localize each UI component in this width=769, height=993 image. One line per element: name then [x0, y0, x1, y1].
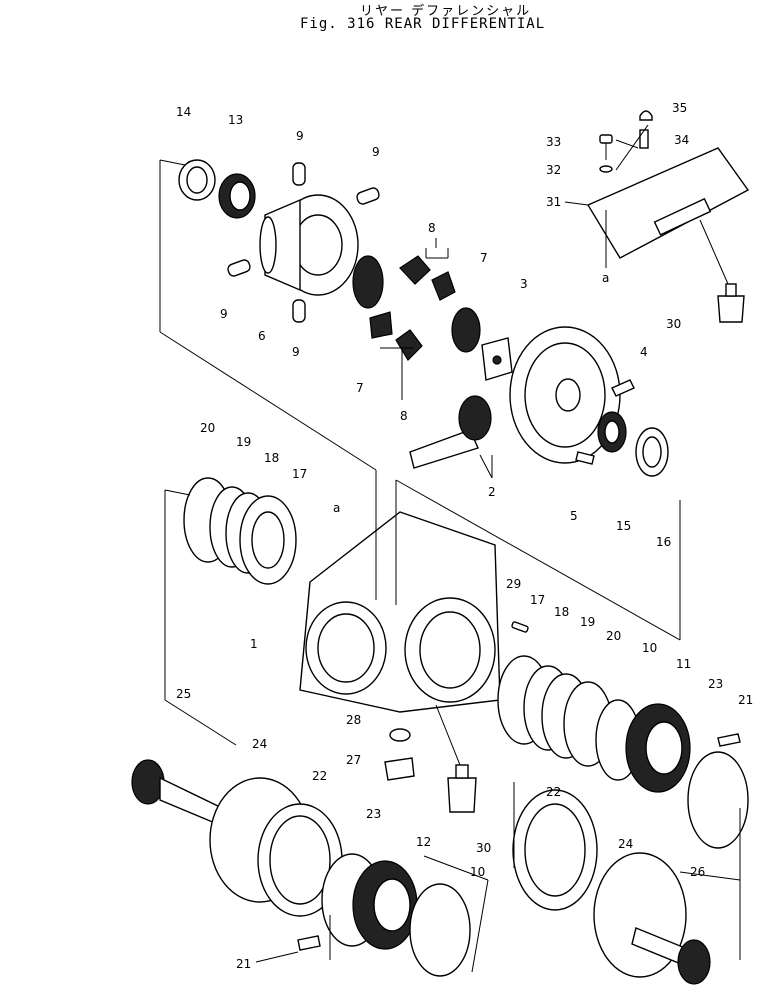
callout: 20: [200, 421, 215, 435]
callout: 15: [616, 519, 631, 533]
o-ring-10-left: [409, 883, 471, 977]
callout: 27: [346, 753, 361, 767]
callout: 16: [656, 535, 671, 549]
bolt-4: [611, 379, 635, 397]
pin-29: [511, 621, 529, 633]
callout: 17: [530, 593, 545, 607]
left-brake-stack: [183, 477, 297, 585]
callout: 10: [642, 641, 657, 655]
side-gear-7-left: [352, 255, 384, 309]
callout: 22: [312, 769, 327, 783]
callout: a: [333, 501, 340, 515]
callout: 8: [428, 221, 436, 235]
o-ring-23-right: [687, 751, 749, 849]
callout: 35: [672, 101, 687, 115]
figure-title: Fig. 316 REAR DIFFERENTIAL: [300, 16, 546, 32]
loctite-bottle-30-top: [699, 219, 745, 323]
callout: 14: [176, 105, 191, 119]
callout: 5: [570, 509, 578, 523]
callout: 26: [690, 865, 705, 879]
callout: 1: [250, 637, 258, 651]
callout: 9: [296, 129, 304, 143]
callout: 21: [236, 957, 251, 971]
axle-shaft-26: [631, 927, 711, 985]
figure-title-japanese: リヤー デファレンシャル: [360, 4, 532, 19]
callout: 19: [580, 615, 595, 629]
bearing-cone-13: [218, 173, 256, 219]
pinion-gears-8-bottom: [369, 311, 423, 361]
bolt-5: [575, 451, 595, 465]
callout: 28: [346, 713, 361, 727]
callout: 9: [292, 345, 300, 359]
axle-housing-1: [299, 511, 501, 713]
retainer-12: [352, 860, 418, 950]
callout: 18: [264, 451, 279, 465]
gasket-28: [389, 728, 411, 742]
thrust-washer-3: [481, 337, 513, 381]
callout-labels: 14 13 9 9 9 9 6 8 8 7 7 3 4 5 2 15 16 33…: [176, 101, 753, 971]
callout: 6: [258, 329, 266, 343]
callout: 7: [480, 251, 488, 265]
right-brake-stack: [497, 655, 641, 781]
callout: 9: [372, 145, 380, 159]
cap-35: [639, 110, 653, 121]
callout: 29: [506, 577, 521, 591]
retainer-11: [625, 703, 691, 793]
callout: 20: [606, 629, 621, 643]
pinion-shaft-9: [227, 162, 380, 323]
callout: 24: [252, 737, 267, 751]
bearing-cup-16: [635, 427, 669, 477]
callout: 33: [546, 135, 561, 149]
fitting-34: [639, 129, 649, 149]
callout: 23: [366, 807, 381, 821]
bolt-33: [599, 134, 613, 160]
callout: 12: [416, 835, 431, 849]
leader-lines: [159, 124, 741, 973]
differential-case-6: [259, 194, 359, 296]
callout: 25: [176, 687, 191, 701]
axle-shaft-25: [131, 759, 223, 828]
callout: 9: [220, 307, 228, 321]
bolt-21-right: [717, 733, 741, 747]
seal-22-right: [512, 789, 598, 911]
callout: 34: [674, 133, 689, 147]
callout: 7: [356, 381, 364, 395]
seal-22-left: [257, 803, 343, 917]
callout: 19: [236, 435, 251, 449]
drive-pinion-2: [409, 395, 492, 469]
callout: 32: [546, 163, 561, 177]
callout: 18: [554, 605, 569, 619]
callout: 30: [476, 841, 491, 855]
bearing-cone-15: [597, 411, 627, 453]
side-gear-7-right: [451, 307, 481, 353]
callout: 11: [676, 657, 691, 671]
bolt-21-left: [297, 935, 321, 951]
callout: 22: [546, 785, 561, 799]
callout: 17: [292, 467, 307, 481]
cover-plate-31: [586, 147, 750, 259]
loctite-bottle-30-bottom: [435, 704, 477, 813]
drain-plug-27: [384, 757, 415, 781]
callout: 4: [640, 345, 648, 359]
callout: 30: [666, 317, 681, 331]
callout: 23: [708, 677, 723, 691]
callout: a: [602, 271, 609, 285]
callout: 10: [470, 865, 485, 879]
callout: 8: [400, 409, 408, 423]
pinion-gears-8-top: [399, 255, 456, 301]
callout: 24: [618, 837, 633, 851]
ring-gear-2: [509, 326, 621, 464]
callout: 13: [228, 113, 243, 127]
callout: 2: [488, 485, 496, 499]
callout: 3: [520, 277, 528, 291]
callout: 21: [738, 693, 753, 707]
callout: 31: [546, 195, 561, 209]
bearing-cup-14: [178, 159, 216, 201]
washer-32: [599, 165, 613, 173]
